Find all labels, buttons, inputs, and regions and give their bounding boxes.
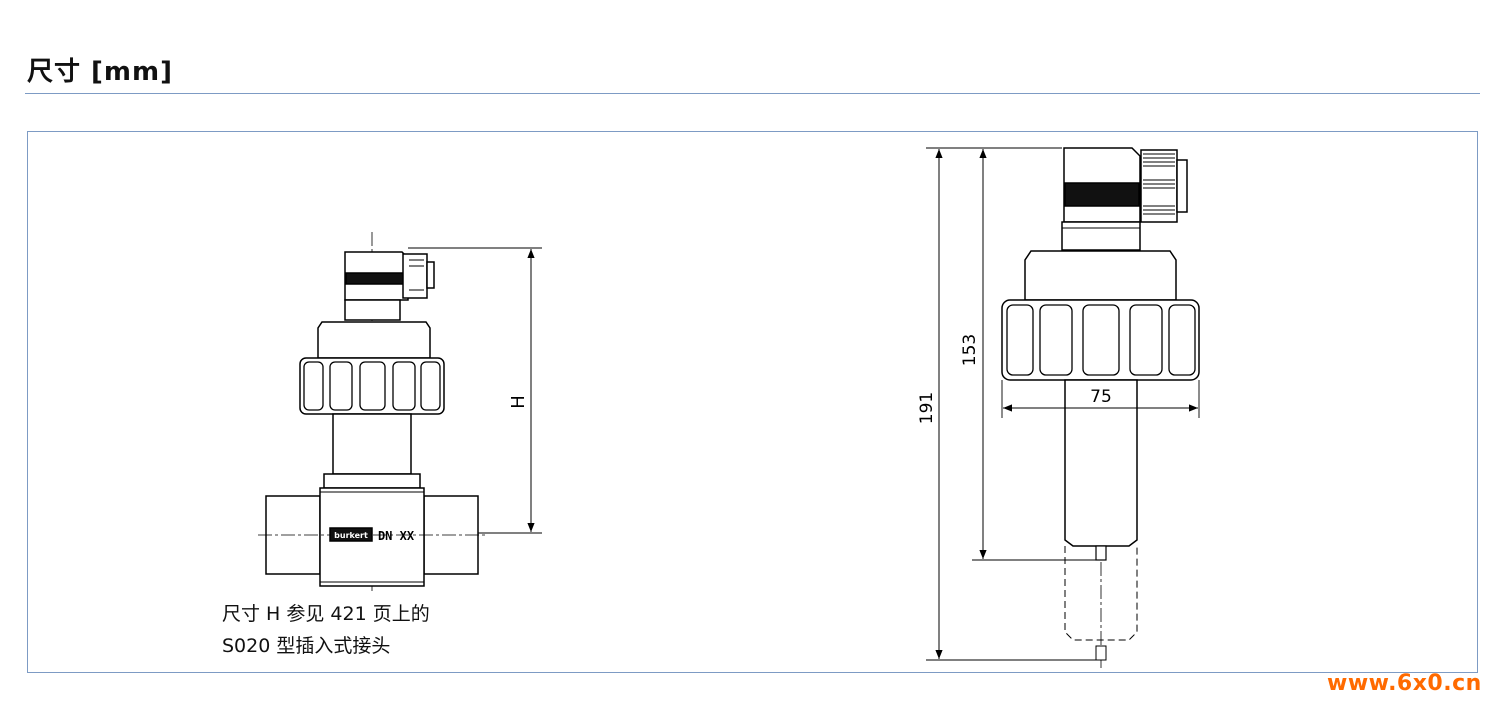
right-sensor-view — [926, 147, 1200, 668]
right-connector-base — [1061, 221, 1141, 251]
left-marking-brand: burkert — [334, 531, 368, 540]
left-union-nut — [299, 357, 445, 415]
drawing-frame — [27, 131, 1478, 673]
left-connector-grip — [345, 272, 405, 285]
watermark: www.6x0.cn — [1327, 671, 1482, 696]
dimension-note: 尺寸 H 参见 421 页上的 S020 型插入式接头 — [222, 598, 430, 662]
right-connector-grip — [1064, 182, 1140, 207]
note-line-1: 尺寸 H 参见 421 页上的 — [222, 603, 430, 625]
left-marking-size: DN XX — [378, 529, 415, 543]
left-fitting-cap — [323, 473, 421, 489]
dim-h-label: H — [508, 395, 529, 409]
right-probe — [1064, 379, 1138, 547]
right-probe-tip — [1095, 545, 1107, 561]
right-nut-ribs — [1006, 304, 1196, 376]
left-sensor-head — [317, 321, 431, 359]
right-probe-tip-extended — [1095, 645, 1107, 661]
dim-75-label: 75 — [1090, 387, 1112, 407]
dim-191-label: 191 — [917, 392, 937, 424]
left-marking-plate — [329, 527, 373, 542]
left-connector-nut — [402, 253, 428, 299]
left-connector-base — [344, 299, 401, 321]
right-connector-nut — [1140, 149, 1178, 223]
title-divider — [25, 93, 1480, 94]
left-fitting-neck — [332, 413, 412, 475]
note-line-2: S020 型插入式接头 — [222, 635, 391, 657]
right-probe-extended — [1064, 546, 1138, 641]
dim-153-label: 153 — [960, 334, 980, 366]
left-nut-ribs — [303, 361, 441, 411]
right-sensor-head — [1024, 250, 1177, 301]
page-title: 尺寸 [mm] — [27, 57, 174, 87]
left-sensor-view — [258, 232, 542, 592]
